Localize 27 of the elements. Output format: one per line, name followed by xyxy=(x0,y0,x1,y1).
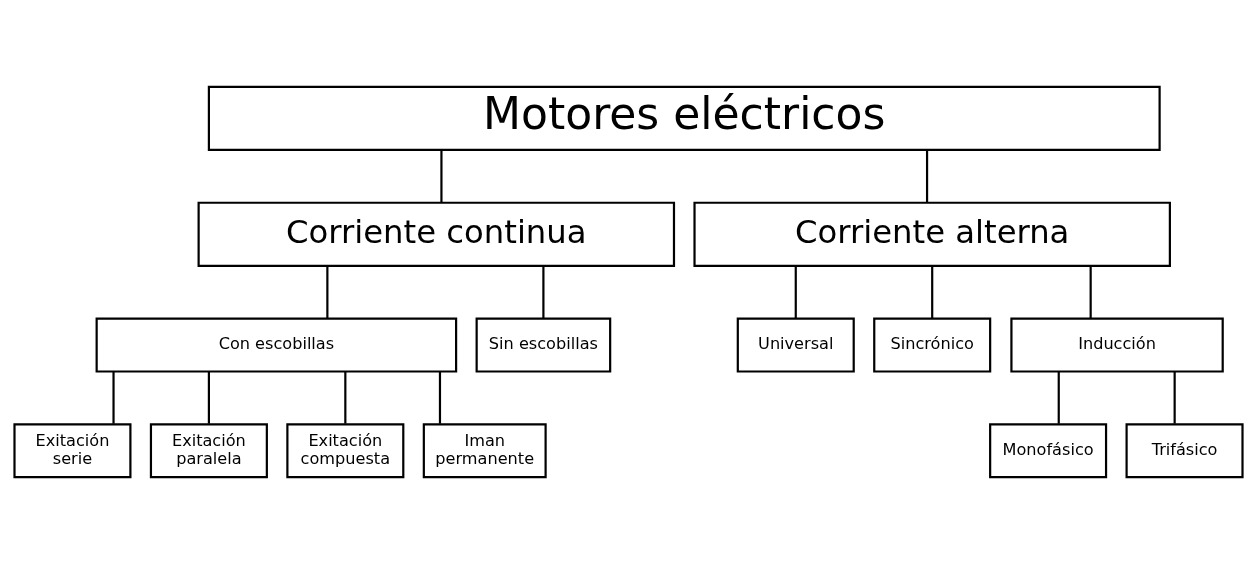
connector xyxy=(112,371,115,424)
node-box: Corriente alterna xyxy=(693,201,1171,267)
connector xyxy=(542,266,545,318)
connector xyxy=(794,266,797,318)
connector xyxy=(1173,371,1176,424)
connector xyxy=(440,150,443,203)
node-box: Motores eléctricos xyxy=(207,85,1161,152)
node-box: Inducción xyxy=(1010,317,1224,373)
connector xyxy=(931,266,934,318)
connector xyxy=(344,371,347,424)
node-box: Iman permanente xyxy=(422,423,547,479)
node-box: Corriente continua xyxy=(197,201,676,267)
node-box: Monofásico xyxy=(989,423,1108,479)
connector xyxy=(1089,266,1092,318)
node-box: Exitación compuesta xyxy=(286,423,405,479)
node-box: Con escobillas xyxy=(95,317,458,373)
connector xyxy=(438,371,442,424)
node-box: Exitación paralela xyxy=(149,423,268,479)
node-box: Sincrónico xyxy=(873,317,992,373)
connector xyxy=(925,150,929,203)
connector xyxy=(326,266,329,318)
node-box: Exitación serie xyxy=(13,423,132,479)
connector xyxy=(207,371,210,424)
connector xyxy=(1057,371,1060,424)
node-box: Sin escobillas xyxy=(475,317,612,373)
node-box: Universal xyxy=(736,317,855,373)
node-box: Trifásico xyxy=(1125,423,1244,479)
